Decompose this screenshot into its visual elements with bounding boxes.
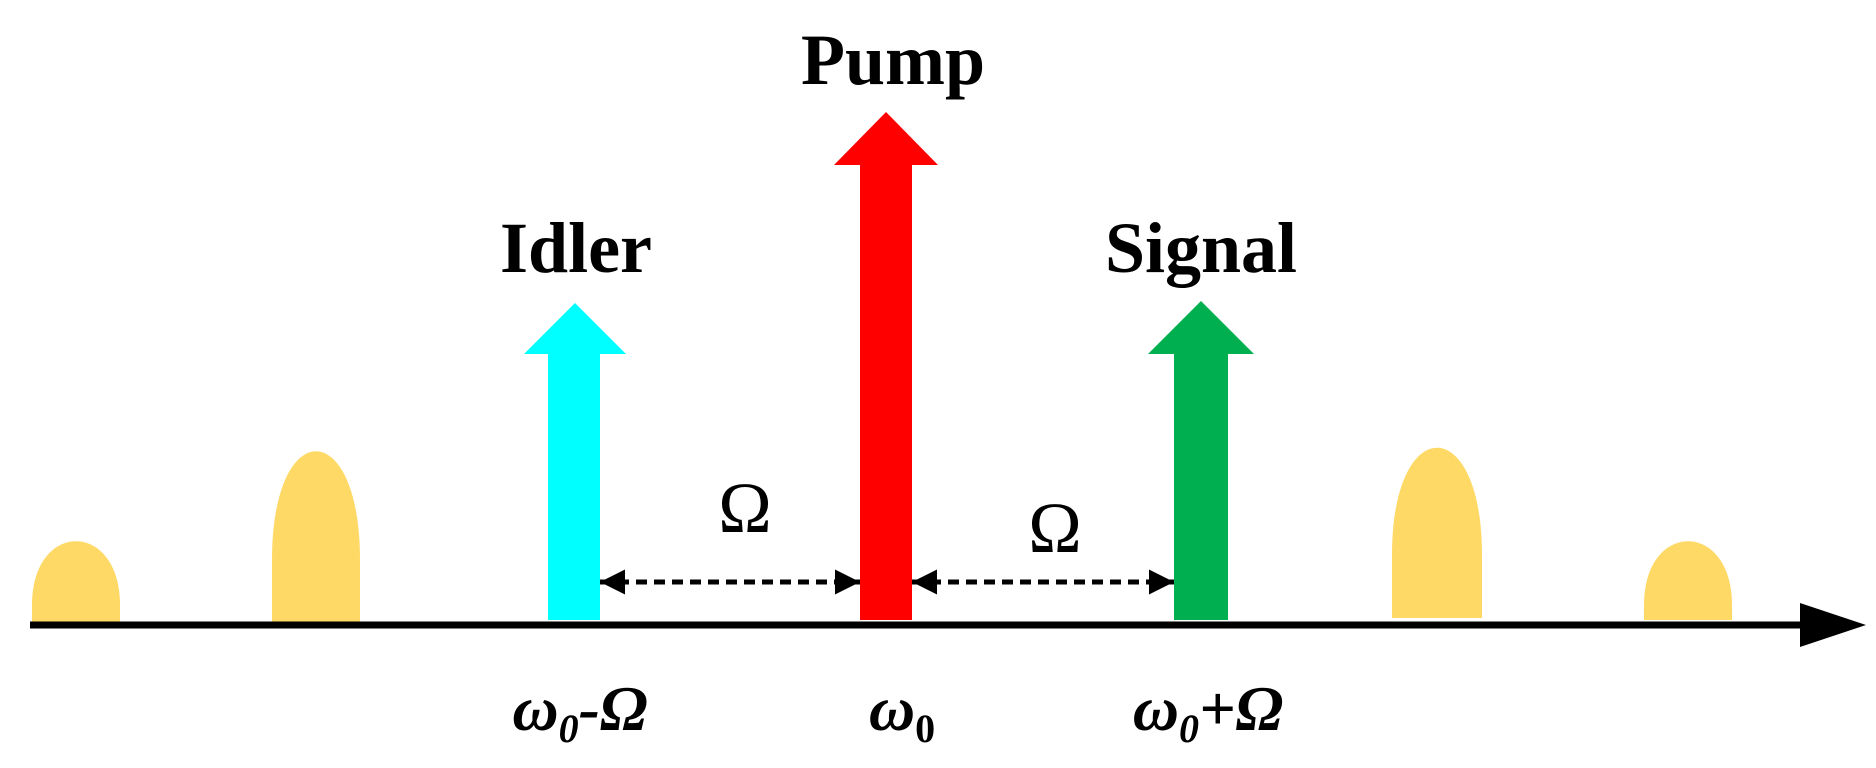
signal-label: Signal xyxy=(1105,208,1297,288)
frequency-axis-arrowhead xyxy=(1800,603,1866,647)
pump-frequency-label: ω0 xyxy=(869,673,935,751)
pump-label: Pump xyxy=(801,20,985,100)
signal-frequency-label: ω0+Ω xyxy=(1133,673,1284,751)
signal-arrow xyxy=(1148,301,1254,620)
idler-arrow xyxy=(524,303,626,620)
sideband-hump-far-right xyxy=(1644,541,1732,620)
idler-frequency-label: ω0-Ω xyxy=(512,673,647,751)
sideband-hump-near-right xyxy=(1392,447,1482,618)
sideband-hump-far-left xyxy=(32,541,120,622)
omega-spacing-label-right: Ω xyxy=(1028,488,1082,568)
sideband-hump-near-left xyxy=(272,451,360,622)
pump-arrow xyxy=(834,112,938,620)
omega-spacing-label-left: Ω xyxy=(718,468,772,548)
idler-label: Idler xyxy=(500,208,652,288)
